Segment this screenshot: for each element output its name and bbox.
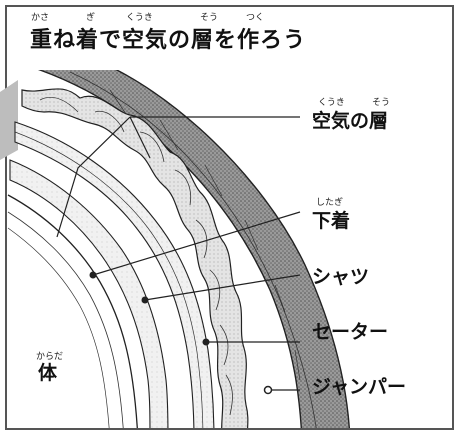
leader-dots	[89, 271, 273, 395]
air-layer-ruby-kuuki: くうき	[318, 98, 345, 108]
label-sweater: セーター	[312, 321, 389, 343]
label-body: 体	[38, 362, 58, 384]
diagram-title: 重ね着で空気の層を作ろう	[30, 22, 306, 54]
label-air-layer: 空気の層	[312, 110, 389, 132]
leader-lines	[56, 116, 301, 391]
undershirt-layer	[9, 159, 169, 428]
title-ruby-kasa: かさ	[31, 13, 50, 23]
body-surface	[7, 194, 138, 428]
label-undershirt: 下着	[312, 210, 351, 232]
corner-tab	[0, 80, 18, 160]
air-layer-ruby-sou: そう	[372, 98, 391, 108]
title-ruby-gi: ぎ	[86, 13, 96, 23]
label-jumper: ジャンパー	[312, 376, 407, 398]
shirt-layer	[14, 121, 215, 428]
jumper-layer	[37, 70, 351, 428]
label-shirt: シャツ	[312, 266, 370, 288]
sweater-layer	[21, 88, 249, 428]
body-ruby: からだ	[36, 352, 64, 362]
title-ruby-kuuki: くうき	[126, 13, 153, 23]
title-ruby-tsuku: つく	[246, 13, 265, 23]
undershirt-ruby: したぎ	[316, 198, 344, 208]
title-ruby-sou: そう	[200, 13, 219, 23]
title-text: 重ね着で空気の層を作ろう	[30, 28, 307, 53]
